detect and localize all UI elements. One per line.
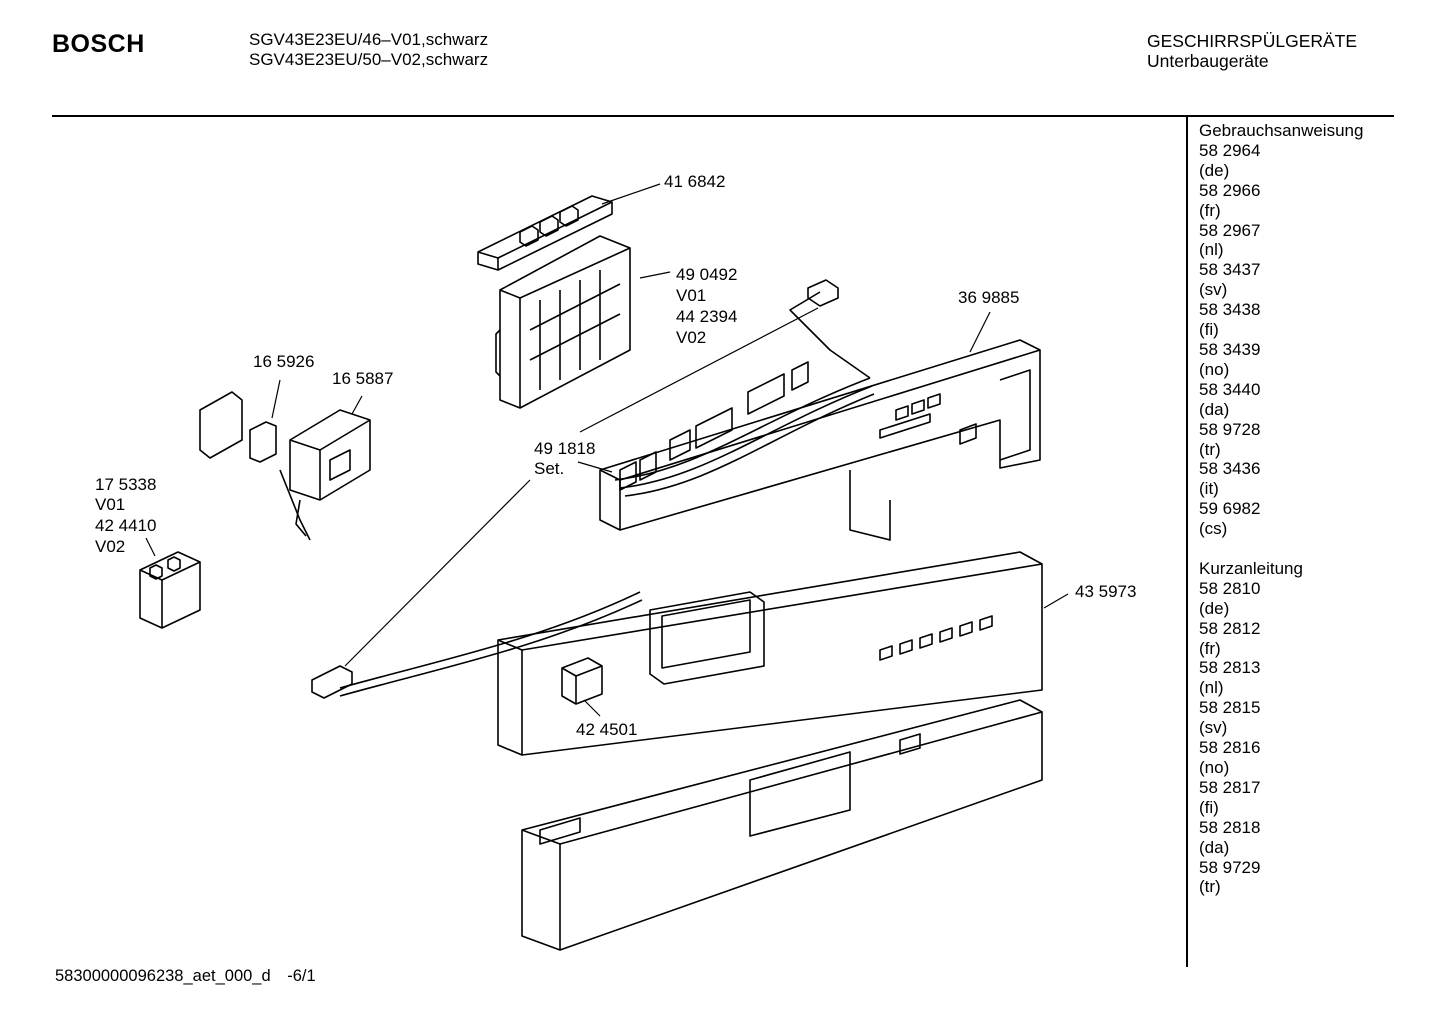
cable-drawing bbox=[311, 591, 643, 699]
lower-frame-drawing bbox=[521, 699, 1043, 951]
wiring-harness-drawing bbox=[614, 279, 875, 497]
control-module-drawing bbox=[495, 235, 631, 409]
doc-number: 58 3438 bbox=[1199, 300, 1261, 320]
switch-block-drawing bbox=[477, 195, 613, 271]
section-title: Gebrauchsanweisung bbox=[1199, 121, 1364, 140]
doc-lang: (no) bbox=[1199, 757, 1230, 777]
doc-lang: (da) bbox=[1199, 837, 1230, 857]
header-divider bbox=[52, 115, 1394, 117]
doc-lang: (no) bbox=[1199, 359, 1230, 379]
doc-number: 58 2966 bbox=[1199, 180, 1261, 200]
door-switch-drawing bbox=[279, 409, 371, 541]
part-label: 41 6842 bbox=[664, 172, 725, 191]
doc-lang: (fi) bbox=[1199, 320, 1219, 340]
doc-number: 59 6982 bbox=[1199, 499, 1261, 519]
section-gap bbox=[1199, 539, 1363, 559]
doc-lang: (sv) bbox=[1199, 280, 1228, 300]
part-label: 42 4410 bbox=[95, 516, 156, 535]
documentation-list: Gebrauchsanweisung 58 2964 (de) 58 2966 … bbox=[1199, 121, 1363, 897]
part-label: 16 5887 bbox=[332, 369, 393, 388]
doc-number: 58 2815 bbox=[1199, 698, 1261, 718]
doc-lang: (tr) bbox=[1199, 439, 1221, 459]
part-label: 17 5338 bbox=[95, 475, 156, 494]
doc-lang: (de) bbox=[1199, 160, 1230, 180]
doc-number: 58 2818 bbox=[1199, 817, 1261, 837]
brand-logo: BOSCH bbox=[52, 30, 145, 58]
sidebar-divider bbox=[1186, 117, 1188, 967]
doc-number: 58 2810 bbox=[1199, 578, 1261, 598]
doc-number: 58 3437 bbox=[1199, 260, 1261, 280]
part-label: 16 5926 bbox=[253, 352, 314, 371]
part-label: V01 bbox=[676, 286, 706, 305]
part-label: 49 1818 bbox=[534, 439, 595, 458]
doc-lang: (fi) bbox=[1199, 797, 1219, 817]
exploded-parts-drawing: 41 6842 49 0492 V01 44 2394 V02 36 9885 … bbox=[95, 172, 1136, 951]
part-label: 42 4501 bbox=[576, 720, 637, 739]
doc-lang: (nl) bbox=[1199, 240, 1224, 260]
doc-number: 58 3436 bbox=[1199, 459, 1261, 479]
page-number: -6/1 bbox=[287, 967, 316, 985]
part-label: 36 9885 bbox=[958, 288, 1019, 307]
doc-lang: (de) bbox=[1199, 598, 1230, 618]
doc-lang: (tr) bbox=[1199, 877, 1221, 897]
footer: 58300000096238_aet_000_d -6/1 bbox=[55, 967, 316, 986]
section-title: Kurzanleitung bbox=[1199, 558, 1303, 578]
drawing-id: 58300000096238_aet_000_d bbox=[55, 967, 271, 985]
small-part-drawing bbox=[199, 391, 277, 463]
part-label: V02 bbox=[95, 537, 125, 556]
doc-number: 58 2816 bbox=[1199, 738, 1261, 758]
front-panel-drawing bbox=[497, 551, 1043, 756]
relay-drawing bbox=[139, 551, 201, 629]
model-numbers: SGV43E23EU/46–V01,schwarz SGV43E23EU/50–… bbox=[249, 30, 488, 70]
doc-number: 58 9728 bbox=[1199, 419, 1261, 439]
category-line-2: Unterbaugeräte bbox=[1147, 51, 1269, 71]
part-label: 44 2394 bbox=[676, 307, 737, 326]
part-label: V01 bbox=[95, 495, 125, 514]
doc-number: 58 2967 bbox=[1199, 220, 1261, 240]
part-label: 49 0492 bbox=[676, 265, 737, 284]
doc-number: 58 2812 bbox=[1199, 618, 1261, 638]
category: GESCHIRRSPÜLGERÄTE Unterbaugeräte bbox=[1147, 31, 1357, 71]
doc-number: 58 2964 bbox=[1199, 140, 1261, 160]
part-label: 43 5973 bbox=[1075, 582, 1136, 601]
doc-number: 58 2813 bbox=[1199, 658, 1261, 678]
doc-number: 58 3439 bbox=[1199, 339, 1261, 359]
part-label: Set. bbox=[534, 459, 564, 478]
model-line-1: SGV43E23EU/46–V01,schwarz bbox=[249, 30, 489, 49]
doc-lang: (fr) bbox=[1199, 200, 1221, 220]
part-label: V02 bbox=[676, 328, 706, 347]
doc-lang: (cs) bbox=[1199, 519, 1228, 539]
model-line-2: SGV43E23EU/50–V02,schwarz bbox=[249, 50, 489, 69]
knob-drawing bbox=[561, 657, 603, 705]
doc-lang: (nl) bbox=[1199, 678, 1224, 698]
leader-lines bbox=[145, 183, 1069, 717]
doc-number: 58 2817 bbox=[1199, 777, 1261, 797]
doc-lang: (it) bbox=[1199, 479, 1219, 499]
doc-lang: (da) bbox=[1199, 399, 1230, 419]
doc-number: 58 9729 bbox=[1199, 857, 1261, 877]
doc-number: 58 3440 bbox=[1199, 379, 1261, 399]
doc-lang: (sv) bbox=[1199, 718, 1228, 738]
category-line-1: GESCHIRRSPÜLGERÄTE bbox=[1147, 31, 1358, 51]
panel-frame-drawing bbox=[599, 339, 1041, 541]
doc-lang: (fr) bbox=[1199, 638, 1221, 658]
